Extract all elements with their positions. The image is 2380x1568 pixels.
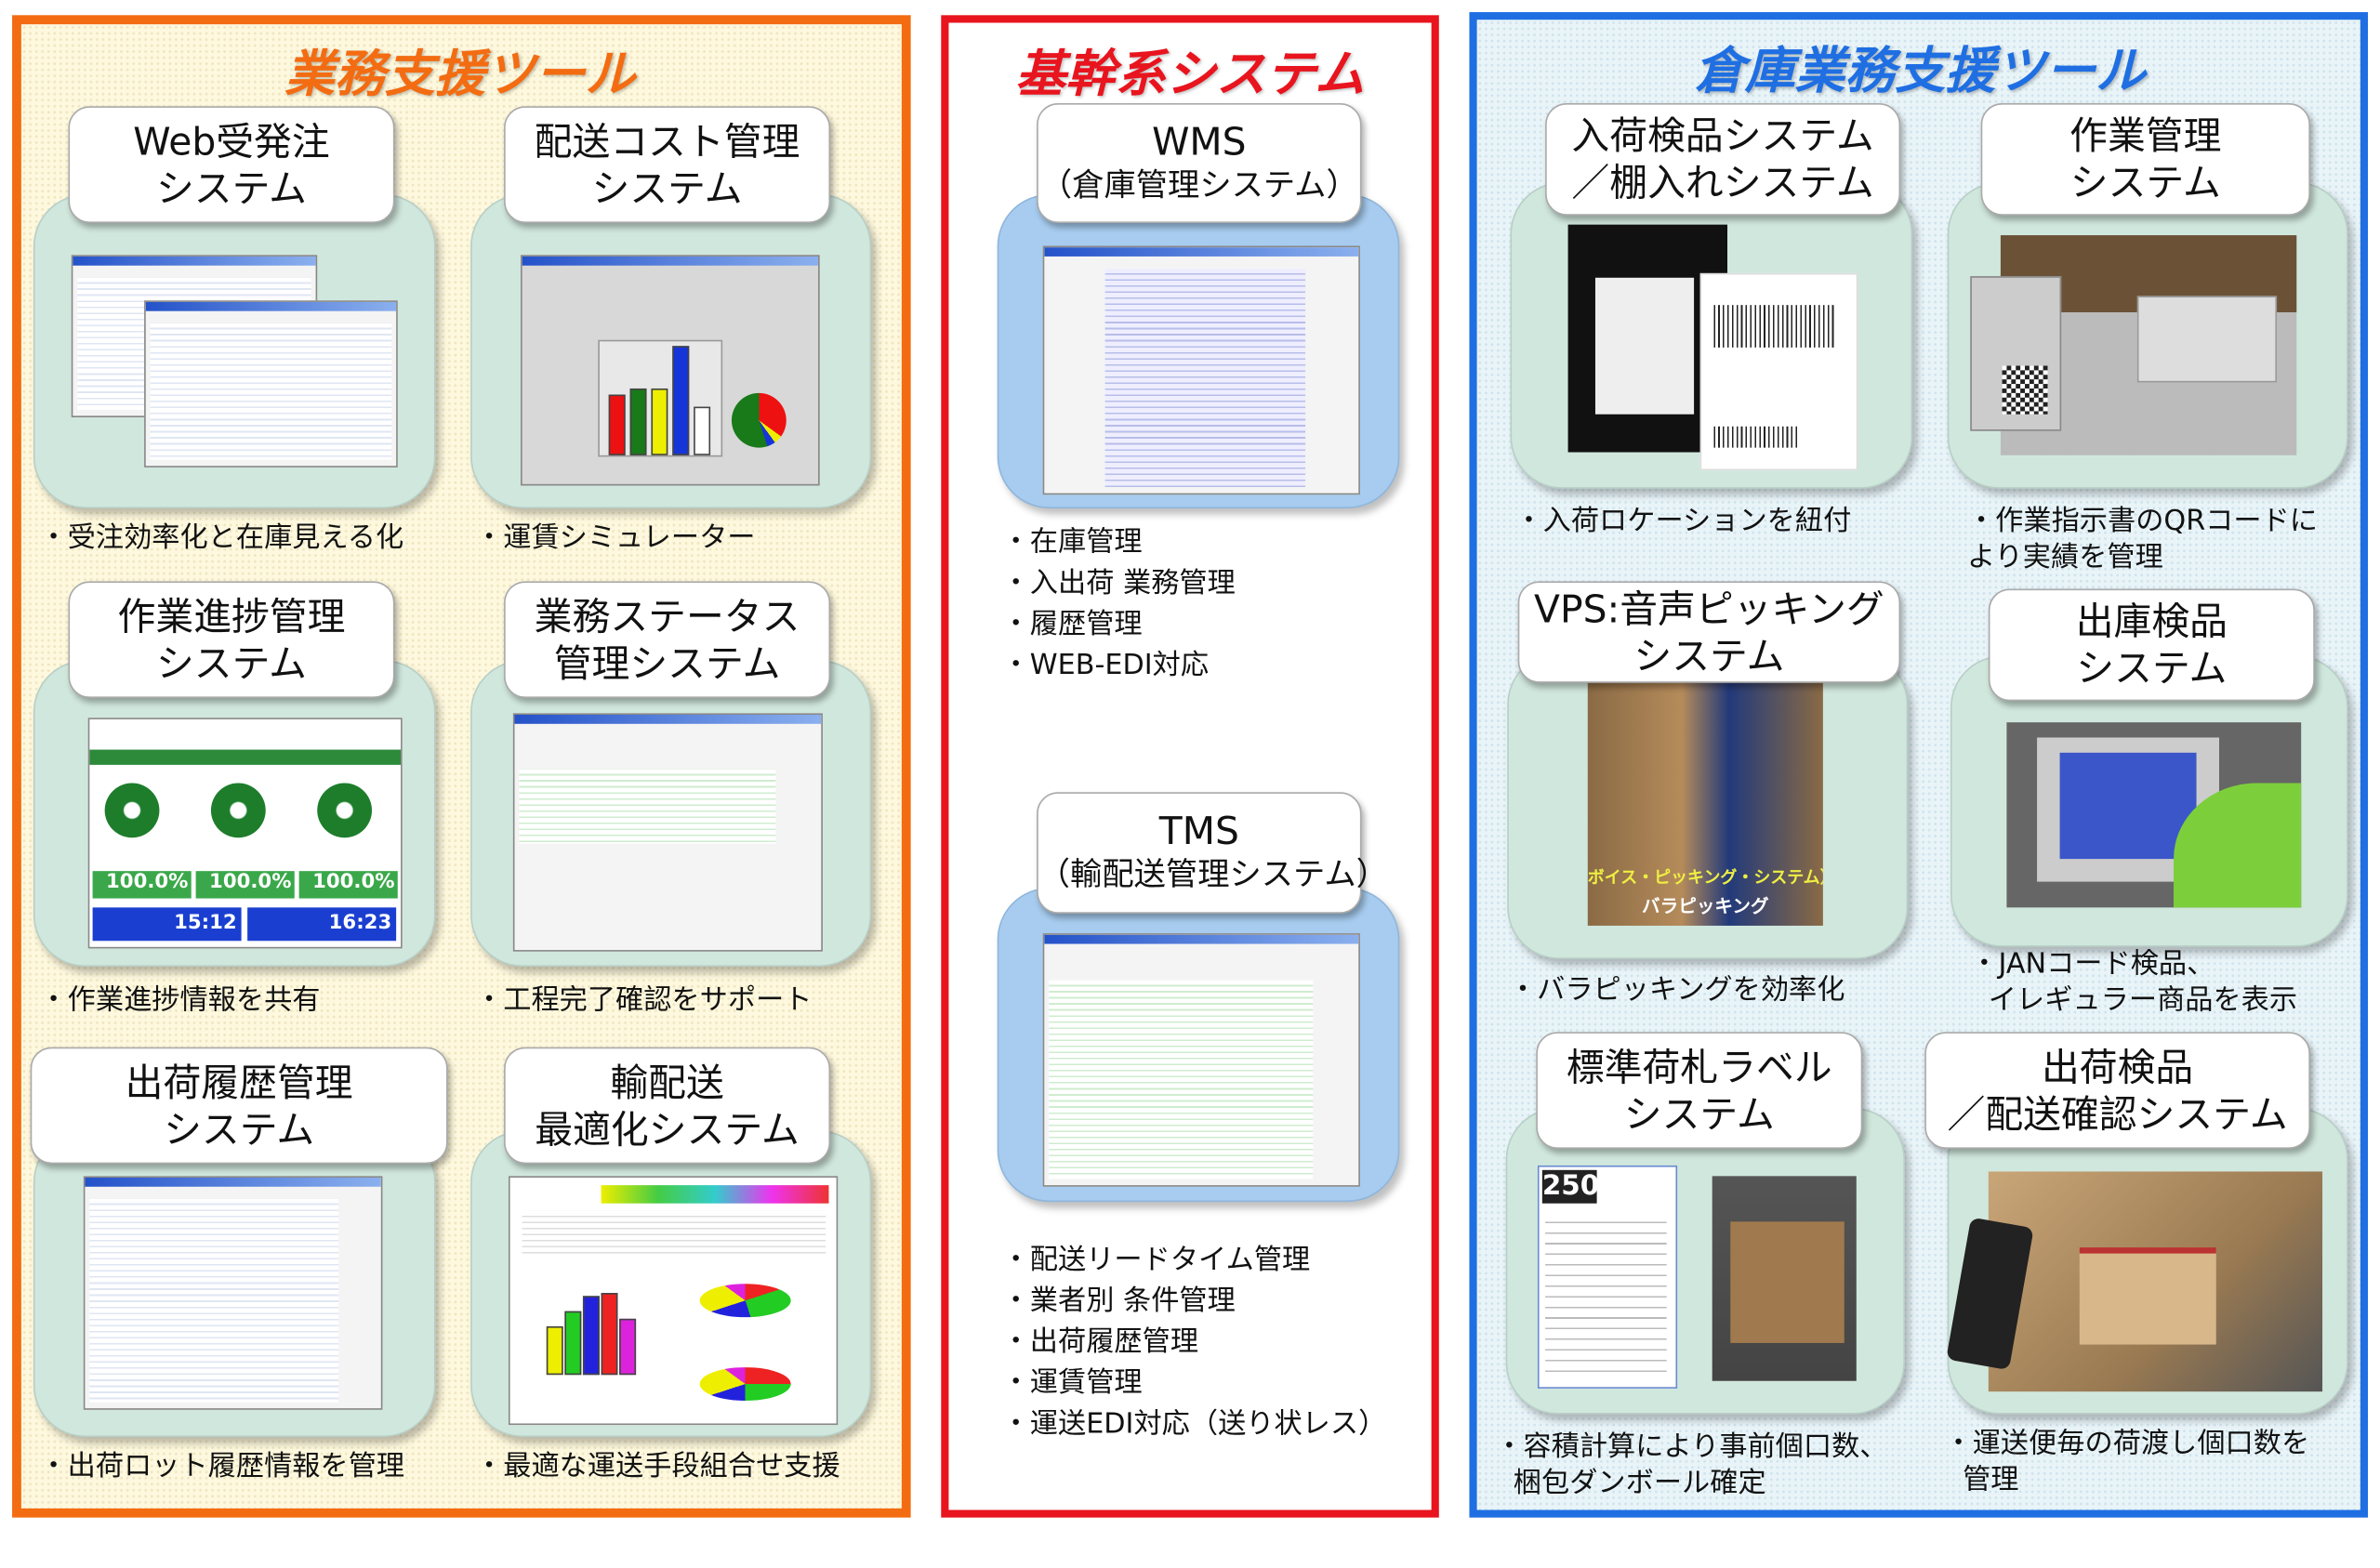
label-number: 250	[1541, 1169, 1600, 1204]
progress-time: 15:12	[92, 907, 242, 942]
photo-qr-instruction-sheet	[1970, 276, 2062, 431]
card-title: 配送コスト管理システム	[504, 106, 831, 224]
card-caption: ・工程完了確認をサポート	[475, 984, 813, 1017]
feature-item: ・在庫管理	[1001, 526, 1143, 559]
photo-overlay-text: ボイス・ピッキング・システム）による	[1587, 867, 1823, 889]
card-title: WMS（倉庫管理システム）	[1037, 103, 1362, 224]
card-caption: ・容積計算により事前個口数、梱包ダンボール確定	[1495, 1430, 1888, 1500]
card-title: 出荷履歴管理システム	[30, 1047, 448, 1165]
progress-percent: 100.0%	[298, 871, 398, 899]
screenshot-tms	[1042, 933, 1360, 1187]
photo-shipping-label: 250	[1537, 1165, 1678, 1389]
screenshot-cost-chart	[521, 255, 820, 486]
screenshot-progress: 100.0% 100.0% 100.0% 15:12 16:23	[87, 718, 403, 949]
screenshot-wms	[1042, 245, 1360, 495]
feature-item: ・運送EDI対応（送り状レス）	[1001, 1408, 1387, 1441]
card-title: 作業進捗管理システム	[68, 581, 395, 699]
card-caption: ・受注効率化と在庫見える化	[39, 521, 404, 554]
panel-title: 倉庫業務支援ツール	[1694, 41, 2146, 100]
progress-percent: 100.0%	[92, 871, 192, 899]
card-title: 標準荷札ラベルシステム	[1536, 1032, 1863, 1149]
card-caption: ・運賃シミュレーター	[475, 521, 756, 554]
feature-item: ・WEB-EDI対応	[1001, 649, 1210, 682]
card-title: 出庫検品システム	[1988, 588, 2315, 702]
card-title: 作業管理システム	[1980, 103, 2310, 216]
progress-percent: 100.0%	[195, 871, 295, 899]
photo-overlay-text: バラピッキング	[1642, 895, 1769, 917]
screenshot-optimization	[508, 1176, 839, 1426]
card-caption: ・出荷ロット履歴情報を管理	[39, 1450, 405, 1483]
card-caption: ・JANコード検品、イレギュラー商品を表示	[1970, 948, 2298, 1017]
panel-title: 基幹系システム	[1015, 44, 1365, 104]
card-caption: ・作業進捗情報を共有	[39, 984, 321, 1017]
card-caption: ・最適な運送手段組合せ支援	[475, 1450, 840, 1483]
screenshot-web-order-front	[144, 300, 398, 468]
card-title: Web受発注システム	[68, 106, 395, 224]
screenshot-shipping-history	[83, 1176, 383, 1410]
card-title: 業務ステータス管理システム	[504, 581, 831, 699]
photo-cardboard-box	[1712, 1176, 1857, 1381]
card-caption: ・運送便毎の荷渡し個口数を管理	[1944, 1428, 2310, 1496]
screenshot-status	[512, 713, 823, 952]
photo-location-label	[1699, 272, 1858, 471]
feature-item: ・出荷履歴管理	[1001, 1325, 1199, 1359]
photo-outbound-inspection	[2006, 722, 2302, 908]
feature-item: ・配送リードタイム管理	[1001, 1244, 1311, 1277]
feature-item: ・業者別 条件管理	[1001, 1285, 1236, 1318]
card-caption: ・バラピッキングを効率化	[1508, 974, 1845, 1007]
card-title: 入荷検品システム／棚入れシステム	[1545, 103, 1901, 216]
feature-item: ・運賃管理	[1001, 1367, 1143, 1400]
card-title: TMS（輸配送管理システム）	[1037, 792, 1388, 914]
feature-item: ・履歴管理	[1001, 608, 1143, 640]
tms-feature-list: ・配送リードタイム管理 ・業者別 条件管理 ・出荷履歴管理 ・運賃管理 ・運送E…	[1002, 1240, 1387, 1444]
card-caption: ・入荷ロケーションを紐付	[1514, 505, 1852, 537]
card-title: 輸配送最適化システム	[504, 1047, 831, 1165]
wms-feature-list: ・在庫管理 ・入出荷 業務管理 ・履歴管理 ・WEB-EDI対応	[1002, 522, 1236, 686]
photo-voice-picking: ボイス・ピッキング・システム）による バラピッキング	[1587, 682, 1823, 926]
card-title: VPS:音声ピッキングシステム	[1517, 581, 1901, 683]
card-title: 出荷検品／配送確認システム	[1924, 1032, 2310, 1149]
panel-title: 業務支援ツール	[284, 44, 636, 104]
progress-time: 16:23	[247, 907, 397, 942]
photo-shipping-inspection	[1988, 1171, 2323, 1392]
card-caption: ・作業指示書のQRコードにより実績を管理	[1966, 505, 2319, 574]
feature-item: ・入出荷 業務管理	[1001, 567, 1236, 600]
